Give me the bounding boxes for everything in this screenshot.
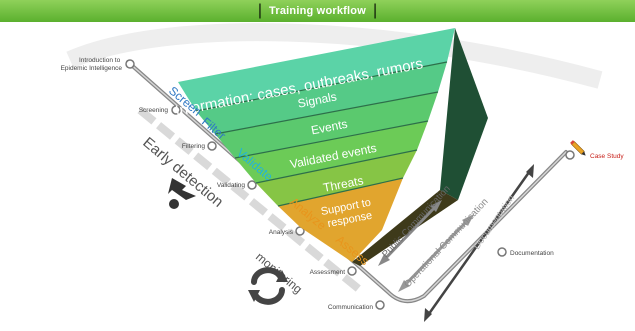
pyramid-tier-5 [256,150,417,206]
background-swoosh [66,23,603,89]
stage-label-introduction[interactable]: Introduction to Epidemic Intelligence [61,57,123,72]
stage-label-screening[interactable]: Screening [139,107,169,114]
stage-label-analysis[interactable]: Analysis [269,229,294,236]
pyramid-tier-1 [178,28,455,111]
stage-node-communication[interactable] [375,300,385,310]
pyramid-tier-4 [235,121,428,183]
communication-arrows [378,164,534,322]
monitoring-cycle-icon [248,267,288,305]
title-banner: | Training workflow | [0,0,635,22]
workflow-track [126,60,568,304]
stage-node-assessment[interactable] [347,266,357,276]
stage-label-validating[interactable]: Validating [217,182,245,189]
documentation-arrow [424,167,534,319]
stage-label-assessment[interactable]: Assessment [310,269,346,276]
stage-node-case-study[interactable] [565,150,575,160]
stage-node-screening[interactable] [171,105,181,115]
stage-label-documentation[interactable]: Documentation [510,250,554,257]
stage-node-validating[interactable] [247,180,257,190]
stage-node-documentation[interactable] [497,247,507,257]
stage-label-filtering[interactable]: Filtering [182,143,206,150]
stage-node-introduction[interactable] [125,59,135,69]
stage-label-communication[interactable]: Communication [328,304,374,311]
public-communication-arrow [380,202,440,264]
pyramid-tier-3 [215,92,438,158]
pyramid-side-dark-1 [440,28,488,200]
tier-label-events: Events [310,117,349,138]
operational-communication-arrow [400,216,472,290]
stage-label-case-study[interactable]: Case Study [590,153,624,160]
pyramid-tier-2 [196,62,447,134]
stage-node-filtering[interactable] [207,141,217,151]
stage-nodes [125,59,575,310]
detection-arrow-icon [168,178,196,209]
banner-title: Training workflow [269,5,366,17]
